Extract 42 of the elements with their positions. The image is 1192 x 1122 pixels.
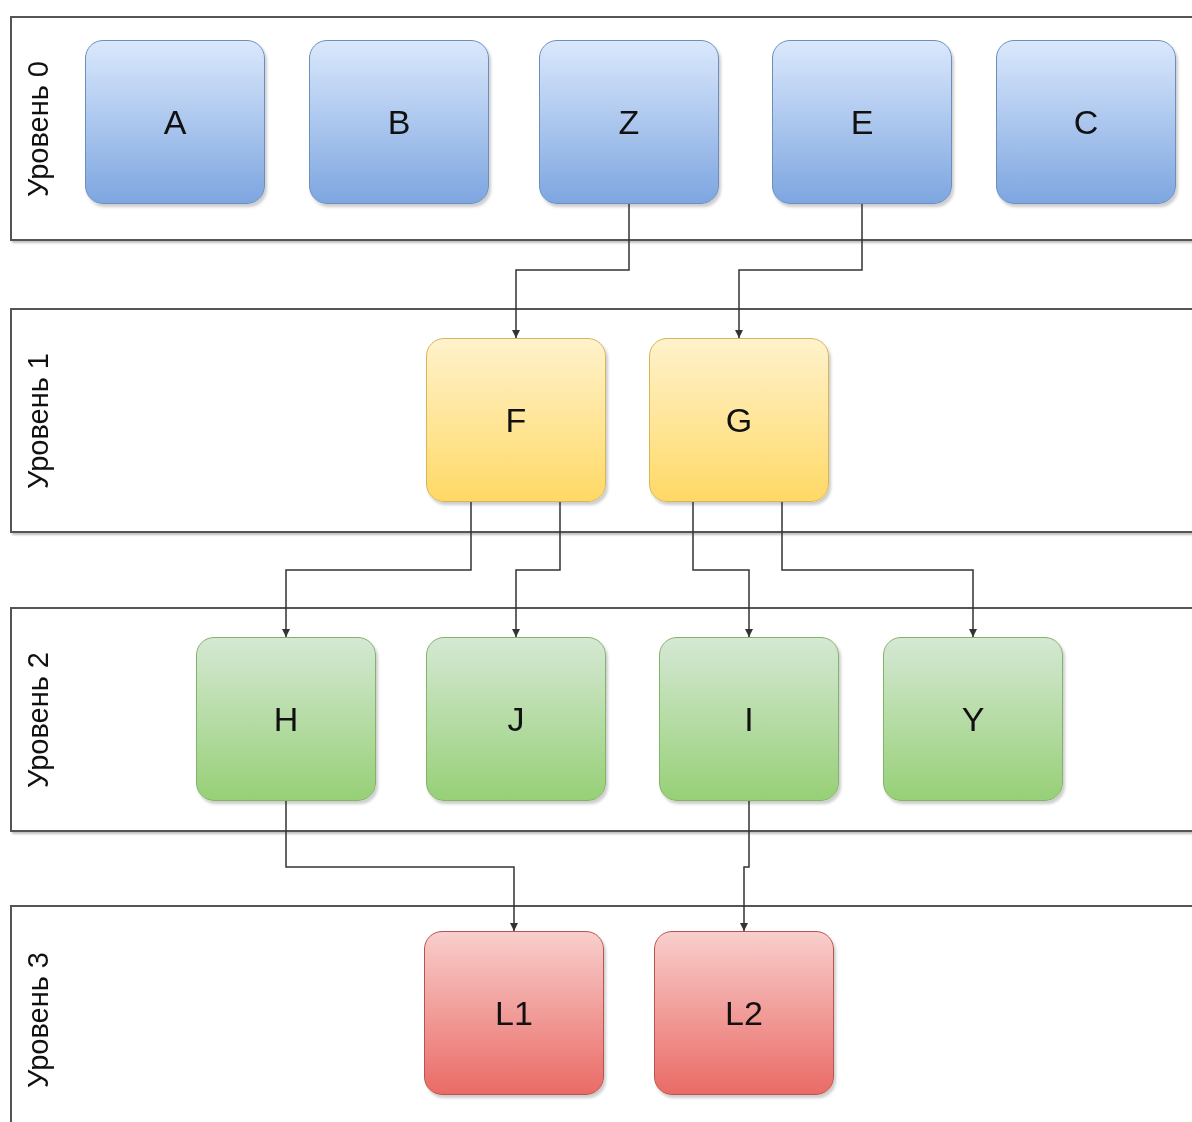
box-label: I bbox=[744, 699, 754, 739]
process-box bbox=[654, 931, 834, 1095]
process-box bbox=[309, 40, 489, 204]
lane-title: Уровень 0 bbox=[24, 60, 53, 197]
swimlane bbox=[10, 308, 1192, 533]
box-label: C bbox=[1073, 102, 1099, 142]
process-box bbox=[649, 338, 829, 502]
process-box bbox=[426, 637, 606, 801]
lane-title: Уровень 1 bbox=[24, 352, 53, 489]
box-label: L2 bbox=[725, 993, 763, 1033]
box-label: F bbox=[505, 400, 527, 440]
process-box bbox=[772, 40, 952, 204]
swimlane bbox=[10, 905, 1192, 1122]
connector-arrow bbox=[282, 501, 472, 638]
process-box bbox=[85, 40, 265, 204]
box-label: G bbox=[725, 400, 753, 440]
connector-arrow bbox=[512, 501, 561, 638]
process-box bbox=[883, 637, 1063, 801]
lane-title: Уровень 3 bbox=[24, 952, 53, 1088]
process-box bbox=[424, 931, 604, 1095]
swimlane bbox=[10, 16, 1192, 241]
box-label: L1 bbox=[495, 993, 533, 1033]
process-box bbox=[539, 40, 719, 204]
connector-arrow bbox=[285, 800, 518, 932]
connector-arrow bbox=[781, 501, 977, 638]
connector-arrow bbox=[512, 203, 630, 339]
connector-arrow bbox=[740, 800, 750, 932]
box-label: E bbox=[850, 102, 874, 142]
box-label: Y bbox=[961, 699, 985, 739]
process-box bbox=[996, 40, 1176, 204]
box-label: H bbox=[273, 699, 299, 739]
process-box bbox=[426, 338, 606, 502]
box-label: Z bbox=[618, 102, 640, 142]
lane-title: Уровень 2 bbox=[24, 651, 53, 788]
process-box bbox=[659, 637, 839, 801]
process-box bbox=[196, 637, 376, 801]
box-label: B bbox=[387, 102, 411, 142]
connector-arrow bbox=[692, 501, 753, 638]
connector-arrow bbox=[735, 203, 863, 339]
swimlane bbox=[10, 607, 1192, 832]
box-label: J bbox=[507, 699, 525, 739]
box-label: A bbox=[163, 102, 187, 142]
